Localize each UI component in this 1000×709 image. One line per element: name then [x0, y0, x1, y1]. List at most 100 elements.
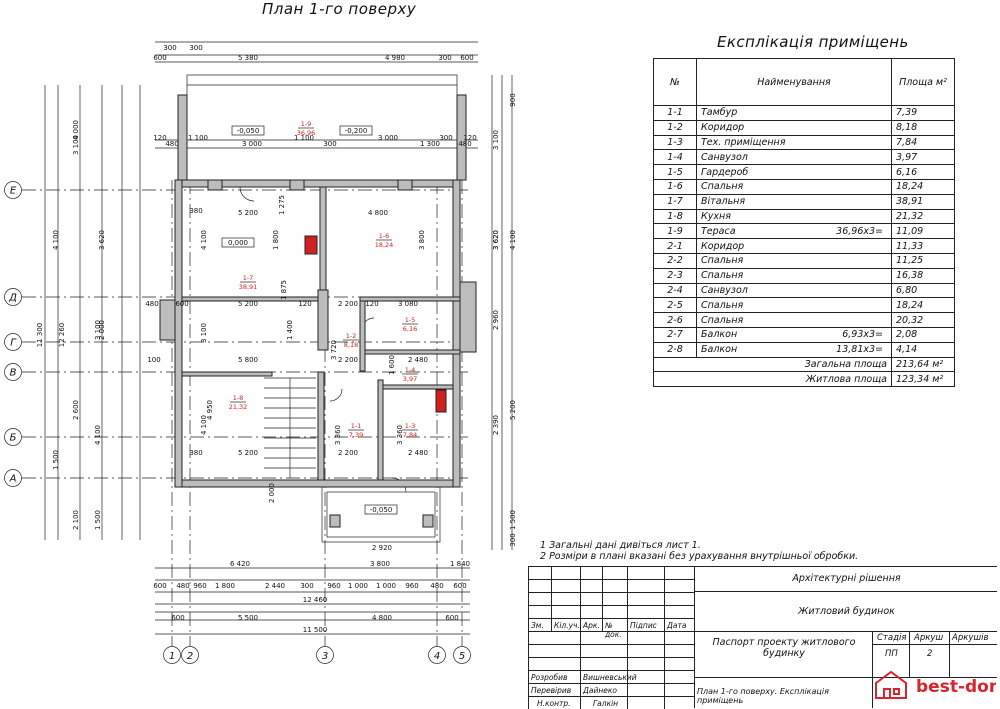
stamp-date-cell — [664, 657, 694, 670]
axis-bubble — [4, 181, 22, 199]
room-area: 18,24 — [375, 241, 394, 249]
room-area: 11,25 — [891, 252, 955, 269]
stamp-grid-cell — [602, 579, 627, 592]
room-area: 3,97 — [403, 375, 417, 383]
stamp-role-cell — [528, 631, 580, 644]
axis-label: 2 — [187, 651, 193, 662]
room-name-text: Кухня — [701, 210, 731, 222]
room-area: 18,24 — [891, 297, 955, 314]
dim-right: 5 200 — [509, 400, 517, 420]
stamp-sheet-title: План 1-го поверху. Експлікація приміщень — [694, 677, 872, 708]
dim-left: 4 000 — [72, 120, 80, 140]
room-name: Спальня — [696, 297, 892, 314]
level-mark: -0,050 — [370, 506, 393, 514]
dim-bottom-row: 600 — [453, 582, 466, 590]
dim-right: 3 100 — [492, 130, 500, 150]
stamp-col-header-text: Зм. — [531, 621, 544, 630]
room-name: Спальня — [696, 267, 892, 284]
dim-top: 600 — [460, 54, 473, 62]
stamp-col-header-text: Арк. — [583, 621, 600, 630]
dim-bottom: 600 — [171, 614, 184, 622]
room-id: 1-8 — [233, 394, 244, 402]
dim-bottom-row: 960 — [193, 582, 206, 590]
explication-header-row: № Найменування Площа м² — [653, 58, 955, 106]
stamp-col-header: Арк. — [580, 618, 602, 631]
axis-bubble — [4, 288, 22, 306]
room-number: 2-7 — [653, 326, 697, 343]
room-area: 11,09 — [891, 223, 955, 240]
room-area: 21,32 — [891, 208, 955, 225]
dim-bottom-row: 2 440 — [265, 582, 285, 590]
dim-inner: 2 480 — [408, 449, 428, 457]
stamp-date-cell — [664, 696, 694, 709]
room-name-text: Коридор — [701, 240, 745, 252]
axis-label: Е — [10, 186, 17, 197]
dim-inner: 2 920 — [372, 544, 392, 552]
door-swing — [239, 186, 255, 202]
total-area-value: 213,64 м² — [891, 356, 955, 373]
axis-label: Г — [10, 338, 17, 349]
stamp-grid-cell — [528, 566, 551, 579]
stamp-role-cell: Перевірив — [528, 683, 580, 696]
room-area: 7,84 — [403, 431, 417, 439]
stamp-sheet-title-text: План 1-го поверху. Експлікація приміщень — [697, 687, 829, 705]
axis-label: 4 — [434, 651, 440, 662]
dim-inner: 3 100 — [200, 323, 208, 343]
dim-right: 3 620 — [492, 230, 500, 250]
porch-inner — [326, 491, 436, 538]
terrace-pillar — [456, 94, 467, 181]
stamp-section: Архітектурні рішення — [694, 566, 997, 591]
room-name: Спальня — [696, 312, 892, 328]
room-id: 1-1 — [351, 422, 362, 430]
dim-top: 4 980 — [385, 54, 405, 62]
dim-inner: 600 — [175, 300, 188, 308]
stamp-sheet: 2 — [909, 644, 949, 677]
dim-top2: 1 100 — [294, 134, 314, 142]
stamp-col-header-text: № док. — [605, 621, 622, 639]
stamp-project-text: Паспорт проекту житлового будинку — [712, 637, 856, 659]
dim-top: 300 — [163, 44, 176, 52]
room-name-text: Тераса — [701, 225, 736, 237]
stamp-name-cell-text: Дайнеко — [583, 686, 617, 695]
room-area: 38,91 — [891, 193, 955, 210]
dim-right: 900 — [509, 93, 517, 106]
dim-left: 3 620 — [98, 230, 106, 250]
stamp-sheet-label-text: Аркуш — [914, 633, 944, 643]
stamp-grid-cell — [627, 592, 664, 605]
stamp-grid-cell — [551, 566, 580, 579]
dim-inner: 5 200 — [238, 209, 258, 217]
dim-top: 600 — [153, 54, 166, 62]
dim-top2: 3 000 — [378, 134, 398, 142]
wall — [329, 514, 341, 528]
axis-bubble — [316, 646, 334, 664]
axis-bubble — [428, 646, 446, 664]
wall — [359, 296, 461, 302]
room-area: 38,91 — [239, 283, 258, 291]
header-area: Площа м² — [891, 58, 955, 106]
dim-inner: 1 275 — [278, 195, 286, 215]
room-area: 6,16 — [891, 164, 955, 180]
room-name-text: Вітальня — [701, 196, 746, 208]
stamp-grid-cell — [627, 579, 664, 592]
stamp-grid-cell — [580, 592, 602, 605]
dim-left: 1 500 — [94, 510, 102, 530]
room-number: 2-2 — [653, 252, 697, 269]
level-mark: 0,000 — [228, 239, 248, 247]
dim-left: 3 100 — [94, 320, 102, 340]
stamp-name-cell: Вишневський — [580, 670, 637, 683]
stamp-section-text: Архітектурні рішення — [792, 573, 901, 584]
stamp-grid-cell — [664, 566, 694, 579]
axis-label: 3 — [322, 651, 328, 662]
dim-bottom-row: 960 — [405, 582, 418, 590]
